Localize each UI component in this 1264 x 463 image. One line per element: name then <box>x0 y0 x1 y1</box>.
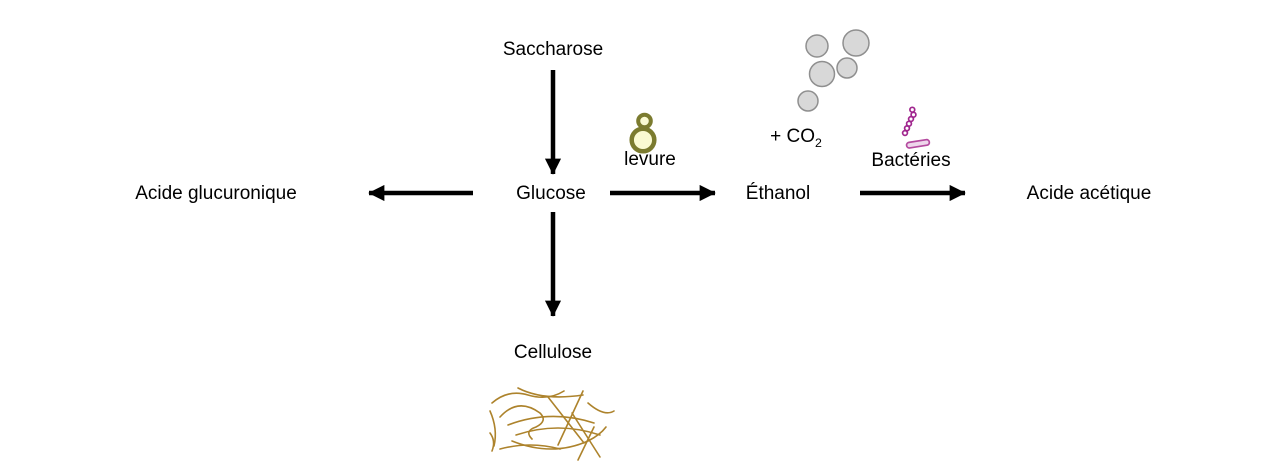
node-label-glucose: Glucose <box>516 183 586 204</box>
node-label-ethanol: Éthanol <box>745 183 811 204</box>
cellulose-fibers-icon <box>489 387 615 461</box>
co2-subscript: 2 <box>815 135 822 150</box>
node-label-saccharose: Saccharose <box>502 39 604 60</box>
co2-bubbles-icon <box>797 29 870 112</box>
node-label-acide-glucuronique: Acide glucuronique <box>135 183 297 204</box>
node-label-acide-acetique: Acide acétique <box>1026 183 1152 204</box>
annotation-label-levure: levure <box>624 149 676 170</box>
yeast-cell-icon <box>629 112 657 154</box>
annotation-label-co2: + CO2 <box>770 126 822 150</box>
arrows-group <box>368 70 966 317</box>
annotation-label-bacteries: Bactéries <box>871 150 951 171</box>
node-label-cellulose: Cellulose <box>513 342 593 363</box>
co2-text: + CO <box>770 126 815 147</box>
bacteria-icon <box>901 106 931 149</box>
